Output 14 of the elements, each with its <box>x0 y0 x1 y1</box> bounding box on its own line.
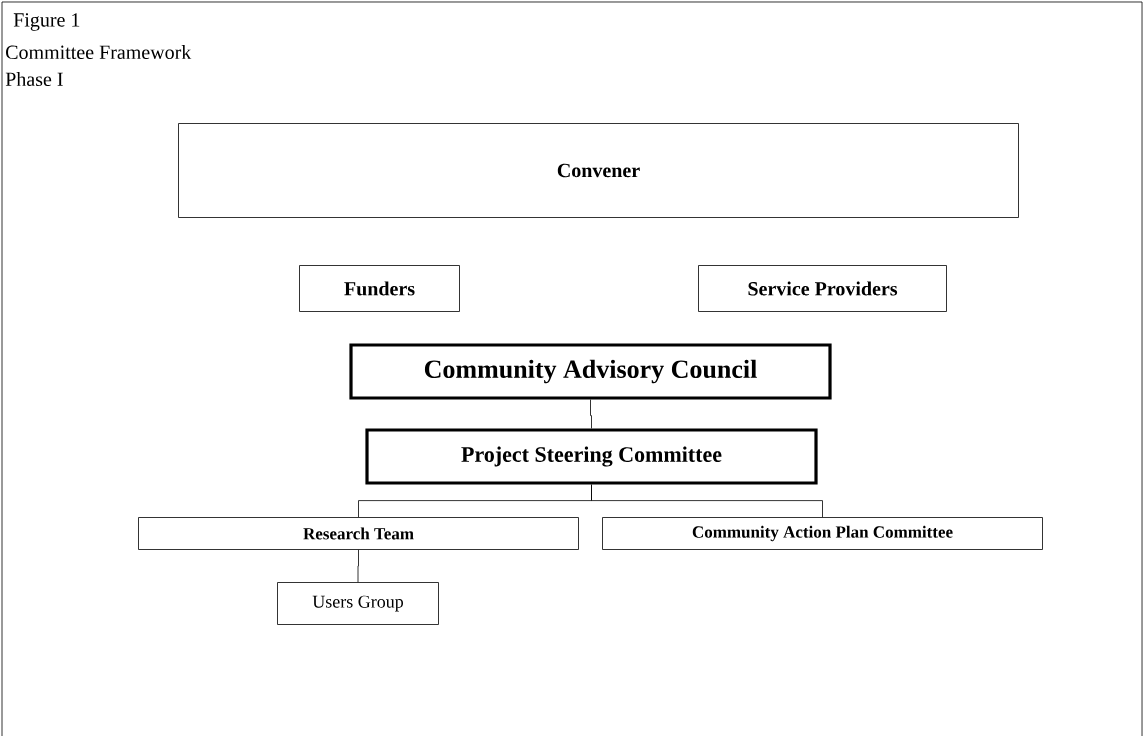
council-box: Project Steering Committee <box>365 428 818 485</box>
committee-box: Service Providers <box>698 265 947 312</box>
committee-box: Users Group <box>277 582 439 625</box>
connector-line <box>591 484 823 518</box>
committee-box: Research Team <box>138 517 579 550</box>
committee-box: Convener <box>178 123 1019 218</box>
committee-box: Funders <box>299 265 460 312</box>
figure-title: Committee Framework <box>6 44 192 60</box>
council-box: Community Advisory Council <box>349 343 832 400</box>
figure-number: Figure 1 <box>13 13 80 31</box>
committee-box: Community Action Plan Committee <box>602 517 1043 550</box>
phase-label: Phase I <box>5 71 63 87</box>
connector-line <box>590 399 592 429</box>
connector-line <box>357 549 359 583</box>
